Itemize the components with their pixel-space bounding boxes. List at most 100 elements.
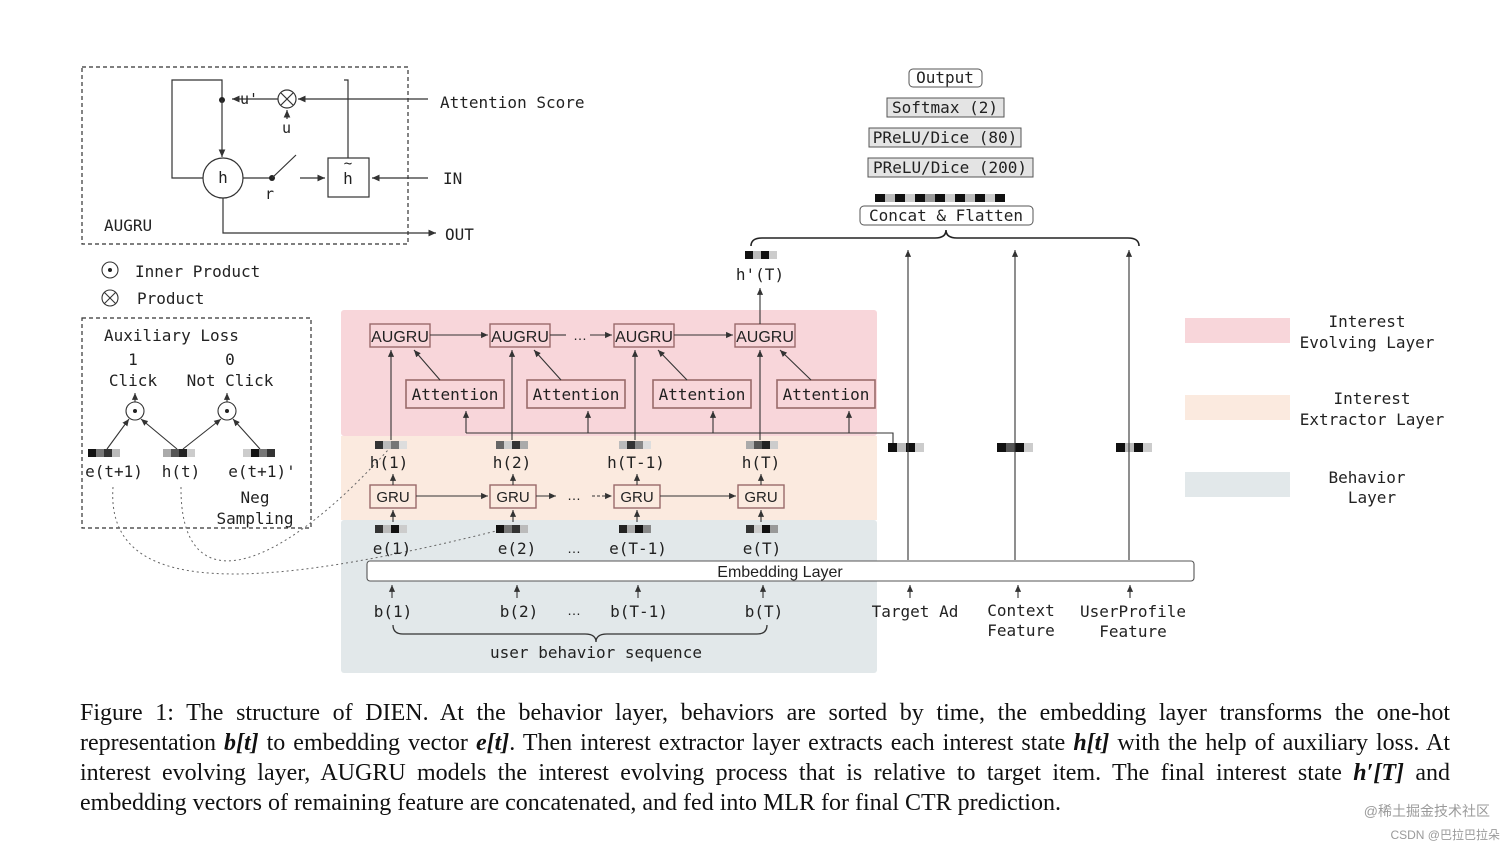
- prelu200-box: [867, 157, 1034, 178]
- aux-e-t1-prime-label: e(t+1)': [228, 462, 295, 481]
- embedding-layer-bar: [366, 560, 1195, 582]
- userprofile-embedding: [1116, 443, 1152, 452]
- legend-swatch-extractor: [1185, 395, 1290, 420]
- auxiliary-loss-box: Auxiliary Loss 1 Click 0 Not Click e(t+1…: [81, 317, 312, 529]
- attention-box-2: [526, 379, 626, 409]
- augru-cell-diagram: h u' u Attention Score ~ h IN r OUT AUGR…: [81, 66, 585, 245]
- aux-loss-title: Auxiliary Loss: [104, 326, 239, 345]
- augru-box-4: [734, 323, 796, 348]
- caption-part-5: and embedding vectors of remaining featu…: [80, 760, 1450, 816]
- out-label: OUT: [445, 225, 474, 244]
- concat-embedding-strip: [875, 194, 1005, 202]
- gru-label-1: GRU: [376, 489, 409, 506]
- dien-diagram: h u' u Attention Score ~ h IN r OUT AUGR…: [81, 66, 1445, 673]
- e-label-3: e(T-1): [609, 539, 667, 558]
- concat-flatten-label: Concat & Flatten: [869, 206, 1023, 225]
- h-tilde-box: [327, 157, 370, 198]
- augru-cell-title: AUGRU: [104, 216, 152, 235]
- attention-box-4: [776, 379, 876, 409]
- u-label: u: [282, 119, 291, 137]
- context-embedding: [997, 443, 1033, 452]
- legend-swatch-behavior: [1185, 472, 1290, 497]
- userprofile-label-1: UserProfile: [1080, 602, 1186, 621]
- e-label-4: e(T): [743, 539, 782, 558]
- caption-math-e: e[t]: [475, 730, 510, 756]
- caption-math-b: b[t]: [223, 730, 259, 756]
- b-label-3: b(T-1): [610, 602, 668, 621]
- user-behavior-sequence-label: user behavior sequence: [490, 643, 702, 662]
- attention-box-3: [652, 379, 752, 409]
- behavior-layer: e(1) e(2) … e(T-1) e(T) Embedding Layer …: [366, 525, 1195, 662]
- neg-label: Neg: [241, 488, 270, 507]
- layer-legend: Interest Evolving Layer Interest Extract…: [1185, 312, 1445, 507]
- caption-part-3: . Then interest extractor layer extracts…: [509, 730, 1074, 756]
- watermark-juejin: @稀土掘金技术社区: [1363, 803, 1490, 819]
- product-label: Product: [137, 289, 204, 308]
- context-label-1: Context: [987, 601, 1054, 620]
- prelu80-label: PReLU/Dice (80): [873, 128, 1018, 147]
- h-label: h: [218, 168, 228, 187]
- legend-behavior-line2: Layer: [1348, 488, 1397, 507]
- in-label: IN: [443, 169, 462, 188]
- aux-connector-e: [112, 486, 501, 575]
- caption-math-h: h[t]: [1073, 730, 1110, 756]
- attention-label-4: Attention: [783, 385, 870, 404]
- embedding-layer-label: Embedding Layer: [717, 564, 843, 581]
- tilde-label: ~: [344, 156, 352, 172]
- augru-label-3: AUGRU: [615, 329, 673, 346]
- u-prime-label: u': [240, 90, 258, 108]
- target-ad-embedding: [888, 443, 924, 452]
- h-label-3: h(T-1): [607, 453, 665, 472]
- interest-extractor-layer: h(1) h(2) h(T-1) h(T) GRU GRU GRU GRU …: [369, 441, 785, 522]
- softmax-label: Softmax (2): [892, 98, 998, 117]
- h-embedding-3: [619, 441, 651, 449]
- legend-evolving-line1: Interest: [1328, 312, 1405, 331]
- attention-label-1: Attention: [412, 385, 499, 404]
- legend-swatch-evolving: [1185, 318, 1290, 343]
- b-label-1: b(1): [374, 602, 413, 621]
- h-label-4: h(T): [742, 453, 781, 472]
- legend-behavior-line1: Behavior: [1328, 468, 1405, 487]
- e-label-2: e(2): [498, 539, 537, 558]
- augru-label-2: AUGRU: [491, 329, 549, 346]
- sampling-label: Sampling: [216, 509, 293, 528]
- aux-e-t1-label: e(t+1): [85, 462, 143, 481]
- e-embedding-2: [496, 525, 528, 533]
- h-prime-T-embedding: [745, 251, 777, 259]
- gru-label-3: GRU: [620, 489, 653, 506]
- aux-e-t1-prime-embedding: [243, 449, 275, 457]
- interest-evolving-layer: AUGRU AUGRU AUGRU AUGRU … Attention Atte…: [369, 288, 894, 447]
- h-tilde-label: h: [343, 169, 353, 188]
- legend-evolving-line2: Evolving Layer: [1300, 333, 1435, 352]
- target-ad-label: Target Ad: [872, 602, 959, 621]
- caption-part-2: to embedding vector: [258, 730, 476, 756]
- aux-h-t-label: h(t): [162, 462, 201, 481]
- attention-label-3: Attention: [659, 385, 746, 404]
- softmax-box: [886, 97, 1005, 118]
- h-label-1: h(1): [370, 453, 409, 472]
- augru-label-4: AUGRU: [736, 329, 794, 346]
- not-click-value: 0: [225, 350, 235, 369]
- legend-extractor-line1: Interest: [1333, 389, 1410, 408]
- h-label-2: h(2): [493, 453, 532, 472]
- click-label: Click: [109, 371, 158, 390]
- concat-flatten-box: [859, 205, 1034, 226]
- behavior-ellipsis-b: …: [567, 602, 581, 618]
- attention-box-1: [405, 379, 505, 409]
- b-label-4: b(T): [745, 602, 784, 621]
- prelu80-box: [868, 127, 1022, 148]
- evolving-ellipsis: …: [573, 327, 587, 343]
- not-click-label: Not Click: [187, 371, 274, 390]
- aux-connector-h: [180, 449, 389, 562]
- behavior-sequence-brace: [392, 624, 768, 643]
- prelu200-label: PReLU/Dice (200): [873, 158, 1027, 177]
- context-label-2: Feature: [987, 621, 1054, 640]
- aux-e-t1-embedding: [88, 449, 120, 457]
- attention-label-2: Attention: [533, 385, 620, 404]
- aux-h-t-embedding: [163, 449, 195, 457]
- inner-product-label: Inner Product: [135, 262, 260, 281]
- b-label-2: b(2): [500, 602, 539, 621]
- extractor-ellipsis: …: [567, 487, 581, 503]
- h-prime-T-label: h'(T): [736, 265, 784, 284]
- legend-extractor-line2: Extractor Layer: [1300, 410, 1445, 429]
